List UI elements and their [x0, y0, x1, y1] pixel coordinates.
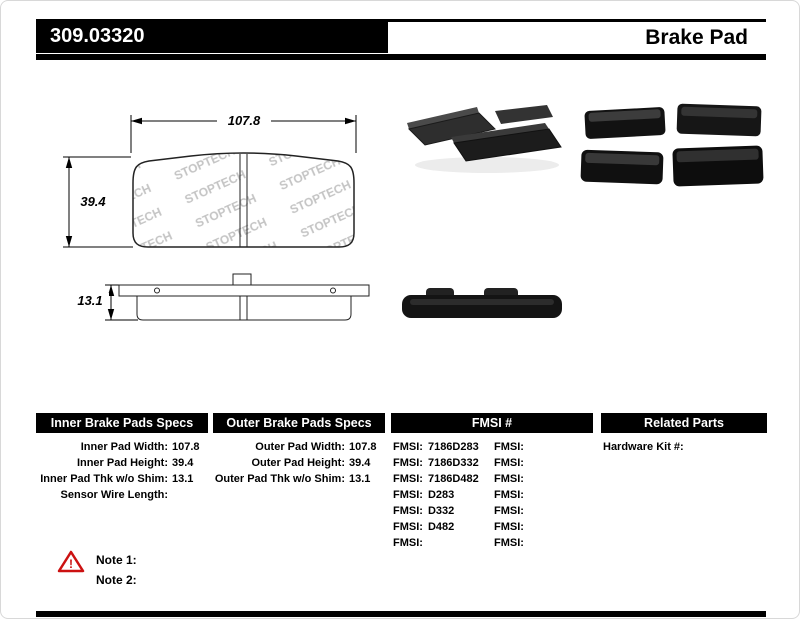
table-row: FMSI: 7186D283 FMSI: — [391, 439, 593, 455]
note-1-label: Note 1: — [96, 553, 137, 567]
page-title: Brake Pad — [645, 26, 748, 49]
fmsi-value: D283 — [427, 489, 455, 501]
part-number: 309.03320 — [50, 25, 145, 47]
spec-value: 107.8 — [172, 441, 200, 453]
inner-specs-table: Inner Brake Pads Specs Inner Pad Width: … — [36, 413, 208, 503]
spec-label: Inner Pad Height: — [76, 457, 168, 469]
table-row: FMSI: D332 FMSI: — [391, 503, 593, 519]
outer-specs-header: Outer Brake Pads Specs — [213, 413, 385, 433]
fmsi-label: FMSI: — [494, 505, 524, 517]
related-parts-table: Related Parts Hardware Kit #: — [601, 413, 767, 455]
table-row: FMSI: D283 FMSI: — [391, 487, 593, 503]
side-thickness-dimension: 13.1 — [71, 293, 109, 309]
fmsi-table: FMSI # FMSI: 7186D283 FMSI: FMSI: 7186D332… — [391, 413, 593, 551]
fmsi-label: FMSI: — [494, 489, 524, 501]
fmsi-label: FMSI: — [393, 441, 423, 453]
outer-specs-table: Outer Brake Pads Specs Outer Pad Width: … — [213, 413, 385, 487]
fmsi-label: FMSI: — [393, 537, 423, 549]
footer-divider — [36, 611, 766, 617]
spec-value: 13.1 — [349, 473, 371, 485]
spec-label: Outer Pad Thk w/o Shim: — [214, 473, 345, 485]
front-view-drawing: STOPTECH — [63, 115, 357, 248]
table-row: Outer Pad Width: 107.8 — [213, 439, 385, 455]
header-top-rule — [388, 19, 766, 22]
fmsi-value: 7186D482 — [427, 473, 479, 485]
inner-specs-header: Inner Brake Pads Specs — [36, 413, 208, 433]
fmsi-header: FMSI # — [391, 413, 593, 433]
table-row: FMSI: 7186D482 FMSI: — [391, 471, 593, 487]
related-parts-header: Related Parts — [601, 413, 767, 433]
side-view-drawing — [105, 273, 370, 321]
table-row: Inner Pad Thk w/o Shim: 13.1 — [36, 471, 208, 487]
spec-label: Sensor Wire Length: — [60, 489, 168, 501]
table-row: Hardware Kit #: — [601, 439, 767, 455]
pad-photo-four-set — [580, 103, 764, 187]
table-row: Outer Pad Thk w/o Shim: 13.1 — [213, 471, 385, 487]
fmsi-label: FMSI: — [494, 457, 524, 469]
front-width-dimension: 107.8 — [217, 113, 271, 129]
spec-value: 39.4 — [172, 457, 194, 469]
spec-value: 13.1 — [172, 473, 194, 485]
fmsi-value: D332 — [427, 505, 455, 517]
fmsi-value: D482 — [427, 521, 455, 533]
table-row: Inner Pad Width: 107.8 — [36, 439, 208, 455]
fmsi-value: 7186D332 — [427, 457, 479, 469]
header-divider — [36, 54, 766, 60]
table-row: Inner Pad Height: 39.4 — [36, 455, 208, 471]
fmsi-label: FMSI: — [393, 489, 423, 501]
table-row: Sensor Wire Length: — [36, 487, 208, 503]
fmsi-label: FMSI: — [393, 457, 423, 469]
fmsi-value: 7186D283 — [427, 441, 479, 453]
fmsi-label: FMSI: — [494, 473, 524, 485]
exclamation-glyph: ! — [69, 557, 73, 571]
table-row: FMSI: D482 FMSI: — [391, 519, 593, 535]
front-height-dimension: 39.4 — [73, 194, 113, 210]
table-row: FMSI: FMSI: — [391, 535, 593, 551]
spec-value: 39.4 — [349, 457, 371, 469]
pad-photo-edge-view — [402, 288, 562, 318]
part-number-box: 309.03320 — [36, 19, 388, 53]
table-row: FMSI: 7186D332 FMSI: — [391, 455, 593, 471]
spec-label: Outer Pad Width: — [255, 441, 345, 453]
fmsi-label: FMSI: — [494, 521, 524, 533]
spec-label: Outer Pad Height: — [251, 457, 345, 469]
note-2-label: Note 2: — [96, 573, 137, 587]
warning-icon: ! — [57, 550, 85, 573]
spec-value: 107.8 — [349, 441, 377, 453]
fmsi-label: FMSI: — [393, 505, 423, 517]
fmsi-label: FMSI: — [393, 521, 423, 533]
fmsi-label: FMSI: — [494, 441, 524, 453]
fmsi-label: FMSI: — [393, 473, 423, 485]
fmsi-label: FMSI: — [494, 537, 524, 549]
pad-photo-angled-set — [407, 105, 562, 173]
spec-label: Hardware Kit #: — [603, 441, 684, 453]
table-row: Outer Pad Height: 39.4 — [213, 455, 385, 471]
spec-label: Inner Pad Width: — [80, 441, 168, 453]
spec-label: Inner Pad Thk w/o Shim: — [40, 473, 168, 485]
